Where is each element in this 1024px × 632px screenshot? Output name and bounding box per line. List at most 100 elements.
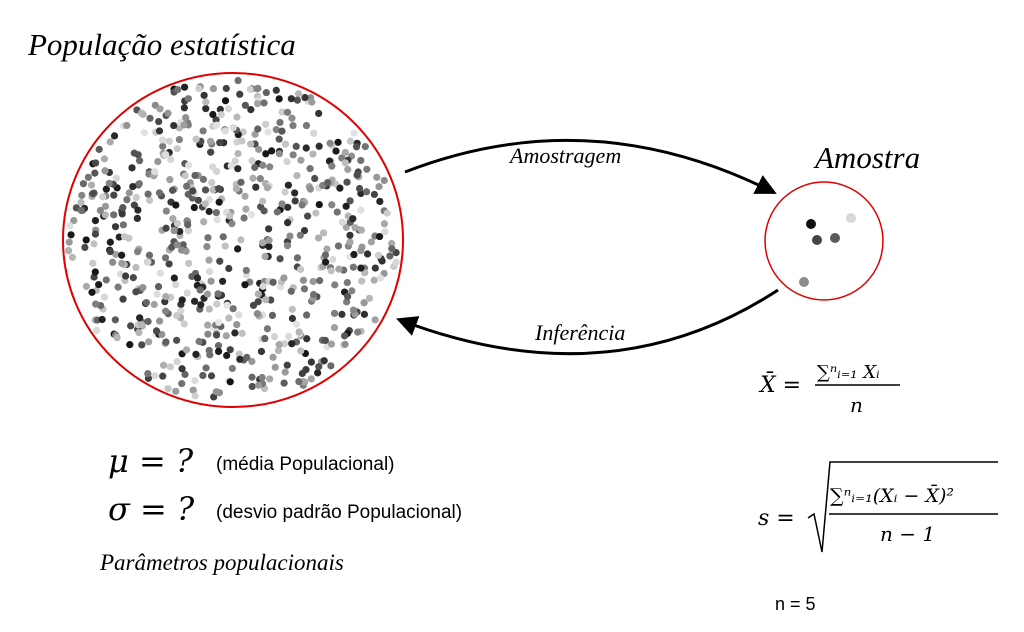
population-dot bbox=[192, 135, 200, 143]
population-dot bbox=[165, 260, 173, 268]
population-dot bbox=[327, 267, 335, 275]
population-dot bbox=[159, 142, 167, 150]
population-dot bbox=[166, 363, 175, 371]
population-dot bbox=[203, 243, 211, 251]
population-dot bbox=[216, 139, 224, 147]
population-dot bbox=[162, 151, 170, 159]
population-dot bbox=[288, 340, 296, 348]
population-dot bbox=[219, 233, 227, 241]
population-dot bbox=[247, 106, 255, 114]
population-dot bbox=[357, 226, 366, 234]
population-dot bbox=[380, 220, 389, 228]
population-dot bbox=[213, 300, 221, 308]
population-dot bbox=[350, 129, 358, 137]
population-title: População estatística bbox=[27, 27, 296, 62]
population-dot bbox=[297, 156, 305, 164]
population-dot bbox=[162, 207, 170, 215]
population-dot bbox=[175, 136, 183, 144]
population-dot bbox=[173, 145, 181, 153]
population-dot bbox=[127, 322, 135, 330]
population-dot bbox=[159, 372, 167, 380]
population-dot bbox=[265, 225, 273, 233]
population-dot bbox=[202, 98, 210, 106]
population-dot bbox=[115, 233, 123, 241]
population-dot bbox=[281, 188, 289, 196]
population-dot bbox=[276, 118, 284, 127]
population-dot bbox=[204, 234, 212, 242]
population-dot bbox=[289, 121, 297, 130]
population-dot bbox=[246, 85, 255, 93]
population-dot bbox=[294, 90, 303, 98]
population-dot bbox=[93, 326, 101, 335]
population-dot bbox=[135, 180, 143, 188]
population-dot bbox=[66, 222, 74, 230]
population-dot bbox=[338, 310, 346, 318]
population-dot bbox=[205, 207, 213, 216]
population-dot bbox=[180, 104, 188, 112]
population-dot bbox=[217, 111, 225, 119]
population-dot bbox=[341, 159, 349, 167]
population-dot bbox=[95, 145, 103, 153]
population-dot bbox=[233, 320, 241, 329]
inference-label: Inferência bbox=[534, 320, 625, 345]
population-dot bbox=[185, 161, 193, 169]
population-dot bbox=[144, 258, 152, 266]
population-dot bbox=[300, 285, 309, 293]
population-dot bbox=[204, 330, 212, 338]
population-dot bbox=[321, 251, 330, 259]
population-dot bbox=[155, 127, 164, 135]
population-dot bbox=[233, 113, 241, 121]
sample-dot bbox=[830, 233, 840, 243]
population-dot bbox=[267, 147, 276, 155]
population-dot bbox=[330, 309, 339, 317]
population-dot bbox=[288, 114, 296, 122]
population-dot bbox=[111, 223, 120, 231]
population-dot bbox=[228, 364, 236, 373]
population-dot bbox=[169, 215, 177, 223]
population-dot bbox=[207, 148, 215, 156]
population-dot bbox=[82, 236, 90, 244]
population-dot bbox=[133, 248, 142, 256]
population-dot bbox=[111, 316, 119, 324]
population-dot bbox=[113, 333, 121, 342]
population-dot bbox=[172, 201, 180, 209]
population-dot bbox=[321, 336, 329, 345]
population-dot bbox=[150, 300, 158, 309]
population-dot bbox=[375, 182, 383, 191]
population-dot bbox=[281, 140, 290, 148]
population-dot bbox=[302, 144, 310, 152]
population-dot bbox=[309, 290, 318, 299]
population-dot bbox=[112, 250, 120, 259]
population-dot bbox=[173, 358, 181, 366]
population-dot bbox=[214, 347, 223, 355]
population-dot bbox=[370, 276, 378, 284]
population-dot bbox=[209, 186, 217, 194]
population-dot bbox=[213, 216, 221, 224]
population-dot bbox=[278, 200, 286, 208]
population-dot bbox=[197, 301, 205, 309]
population-dot bbox=[182, 247, 190, 255]
population-dot bbox=[84, 173, 92, 181]
sample-circle bbox=[764, 181, 884, 301]
population-dot bbox=[242, 266, 250, 275]
population-dot bbox=[371, 316, 379, 324]
population-dot bbox=[209, 163, 217, 171]
population-dot bbox=[240, 214, 248, 222]
population-dot bbox=[352, 143, 361, 151]
population-dot bbox=[374, 251, 383, 259]
population-dot bbox=[132, 263, 140, 272]
population-dot bbox=[223, 351, 231, 360]
population-dot bbox=[284, 332, 293, 340]
population-dot bbox=[125, 189, 133, 197]
sqrt-sign bbox=[807, 461, 998, 553]
population-dot bbox=[249, 174, 257, 182]
population-dot bbox=[328, 201, 336, 209]
population-dot bbox=[70, 216, 78, 225]
population-dot bbox=[226, 378, 234, 386]
population-dot bbox=[202, 364, 210, 372]
population-dot bbox=[314, 369, 322, 377]
population-dot bbox=[288, 314, 297, 323]
population-dot bbox=[126, 341, 134, 349]
population-dot bbox=[181, 370, 189, 379]
